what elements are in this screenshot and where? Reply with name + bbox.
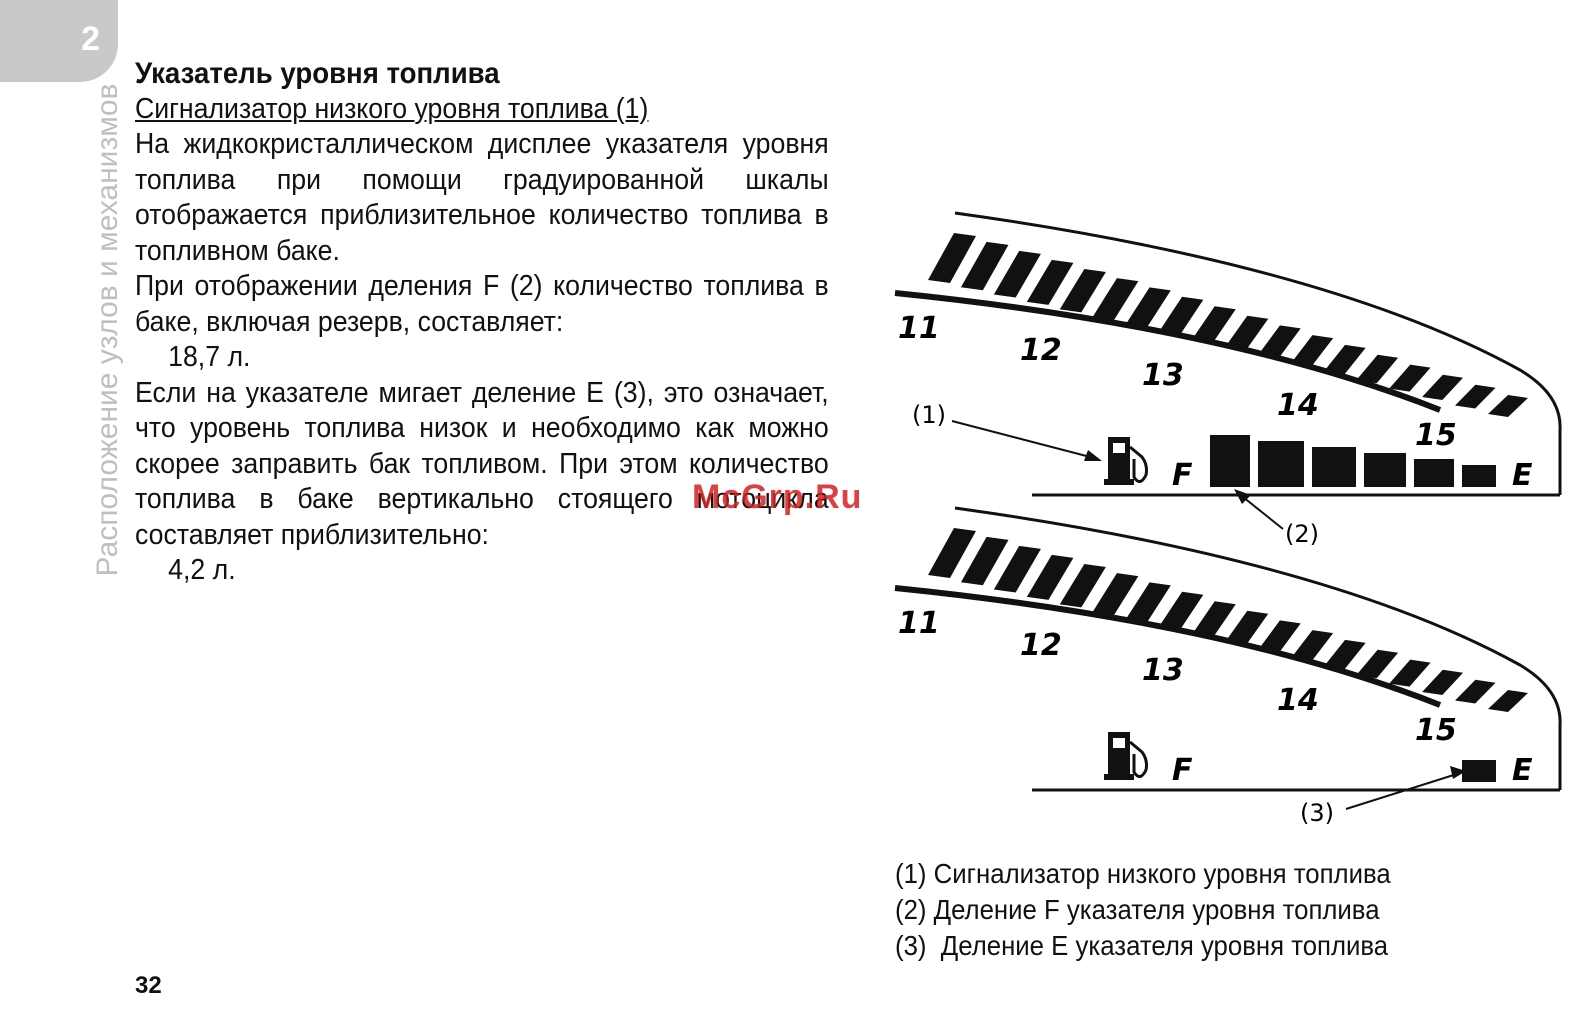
chapter-number: 2 [81, 20, 100, 58]
figure-legend: (1) Сигнализатор низкого уровня топлива … [895, 856, 1391, 964]
tach-bar-segment [1026, 554, 1074, 600]
callout-3-arrowhead [1450, 766, 1466, 779]
tach-bar-segment [1158, 296, 1204, 336]
fuel-segment [1462, 760, 1496, 782]
fuel-segments-full [1210, 435, 1496, 487]
watermark: McGrp.Ru [692, 478, 863, 516]
tach-bar-segment [928, 233, 976, 283]
tach-bar-segment [1389, 364, 1431, 392]
tach-bar-segment [1455, 384, 1496, 409]
tach-bar-segment [960, 241, 1009, 291]
tach-bar-segment [1323, 639, 1366, 671]
scale-label-11: 11 [898, 606, 940, 641]
tach-bar-segment [1389, 659, 1431, 687]
tach-bar-segment [1158, 591, 1204, 631]
tach-bar-segment [1356, 649, 1399, 679]
tach-bar-segment [1191, 601, 1236, 639]
tach-bar-segment [993, 545, 1041, 593]
tach-bar-segment [1422, 669, 1464, 695]
paragraph-full-mark: При отображении деления F (2) количество… [135, 270, 829, 338]
paragraph-display: На жидкокристаллическом дисплее указател… [135, 128, 829, 267]
panel-outline [954, 506, 1562, 790]
scale-line [894, 290, 1442, 413]
scale-label-12: 12 [1020, 628, 1062, 663]
scale-label-13: 13 [1142, 358, 1184, 393]
panel-outline [954, 211, 1562, 495]
chapter-tab: 2 [0, 0, 118, 82]
tach-bar-segment [1290, 335, 1334, 367]
value-reserve: 4,2 л. [168, 554, 236, 586]
fuel-segment [1414, 459, 1454, 487]
value-full: 18,7 л. [168, 341, 251, 373]
callout-2: (2) [1285, 520, 1319, 548]
tach-bar-segment [1125, 582, 1171, 623]
side-chapter-title: Расположение узлов и механизмов [91, 83, 124, 577]
gauge-panel-full: 11 12 13 14 15 F E (1) (2) [894, 211, 1562, 548]
tach-bar-segment [1455, 679, 1496, 704]
tach-bar-segment [1224, 610, 1269, 646]
tach-bar-segment [1257, 325, 1301, 359]
tach-bar-segment [1422, 374, 1464, 400]
scale-label-12: 12 [1020, 333, 1062, 368]
tach-bar-segment [1092, 278, 1139, 320]
tach-bar-segment [1092, 573, 1139, 615]
scale-line [894, 585, 1442, 708]
scale-label-14: 14 [1277, 683, 1319, 718]
page-number: 32 [135, 972, 162, 999]
tach-bar-segment [1356, 354, 1399, 384]
main-text: Указатель уровня топлива Сигнализатор ни… [135, 56, 829, 589]
paragraph-empty-mark: Если на указателе мигает деление E (3), … [135, 376, 829, 551]
tachometer-bars [928, 528, 1528, 712]
tach-bar-segment [1488, 690, 1528, 712]
tach-bar-segment [993, 250, 1041, 298]
section-heading: Указатель уровня топлива [135, 57, 500, 90]
tach-bar-segment [1290, 630, 1334, 662]
fuel-segment [1462, 465, 1496, 487]
tach-bar-segment [1059, 563, 1106, 608]
scale-label-14: 14 [1277, 388, 1319, 423]
callout-1: (1) [912, 401, 946, 429]
tach-bar-segment [1026, 259, 1074, 305]
tach-bar-segment [1488, 395, 1528, 417]
fuel-segment [1210, 435, 1250, 487]
scale-label-15: 15 [1415, 418, 1457, 453]
tach-bar-segment [1191, 306, 1236, 344]
callout-1-arrowhead [1084, 450, 1102, 461]
empty-label: E [1512, 458, 1533, 493]
fuel-pump-icon [1104, 732, 1148, 780]
tachometer-bars [928, 233, 1528, 417]
empty-label: E [1512, 753, 1533, 788]
callout-2-arrowhead [1234, 489, 1251, 504]
tach-bar-segment [1323, 344, 1366, 376]
fuel-segment [1258, 441, 1304, 487]
fuel-gauge-figure: 11 12 13 14 15 F E (1) (2) 11 12 13 14 1… [894, 211, 1562, 827]
legend-item-2: (2) Деление F указателя уровня топлива [895, 894, 1380, 925]
legend-item-3: (3) Деление E указателя уровня топлива [895, 930, 1389, 961]
fuel-pump-icon [1104, 437, 1148, 485]
callout-3-arrow [1345, 772, 1461, 810]
fuel-segment [1364, 453, 1406, 487]
callout-3: (3) [1300, 799, 1334, 827]
tach-bar-segment [960, 536, 1009, 586]
callout-1-arrow [951, 420, 1099, 460]
tach-bar-segment [1257, 620, 1301, 654]
fuel-segments-empty [1462, 760, 1496, 782]
tach-bar-segment [1125, 287, 1171, 328]
fuel-segment [1312, 447, 1356, 487]
scale-label-11: 11 [898, 311, 940, 346]
tach-bar-segment [1059, 268, 1106, 313]
legend-item-1: (1) Сигнализатор низкого уровня топлива [895, 858, 1391, 889]
gauge-panel-empty: 11 12 13 14 15 F E (3) [894, 506, 1562, 827]
scale-label-15: 15 [1415, 713, 1457, 748]
scale-label-13: 13 [1142, 653, 1184, 688]
tach-bar-segment [1224, 315, 1269, 351]
full-label: F [1172, 458, 1193, 493]
section-subheading: Сигнализатор низкого уровня топлива (1) [135, 92, 649, 125]
tach-bar-segment [928, 528, 976, 578]
full-label: F [1172, 753, 1193, 788]
